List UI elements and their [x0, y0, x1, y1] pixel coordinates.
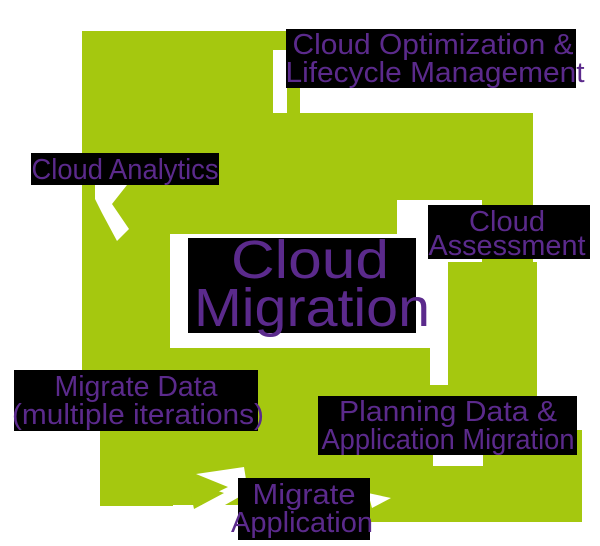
arrow-gap-bottom-small	[368, 493, 391, 508]
cycle-segment-upper-inner-band	[170, 200, 397, 234]
label-texts: Cloud Optimization & Lifecycle Managemen…	[12, 29, 586, 539]
assessment-label-line1: Cloud	[469, 206, 545, 238]
assessment-label-line2: Assessment	[429, 230, 586, 262]
cycle-segment-top-connector	[287, 88, 300, 113]
arrow-tip-bottom-icon	[188, 481, 224, 509]
optimization-label-line1: Cloud Optimization &	[293, 29, 574, 61]
center-title-line2: Migration	[194, 278, 430, 338]
migrate-application-label-line2: Application	[231, 507, 373, 539]
center-title-box	[188, 238, 416, 333]
optimization-label-line2: Lifecycle Management	[286, 57, 585, 89]
center-title-line1: Cloud	[231, 230, 389, 290]
cycle-segment-bottom-left	[100, 431, 173, 506]
assessment-label-box	[428, 205, 590, 259]
migrate-application-label-line1: Migrate	[253, 479, 356, 511]
cycle-segment-right-mid	[448, 262, 537, 396]
migrate-data-label-line1: Migrate Data	[55, 371, 219, 403]
planning-label-line2: Application Migration	[322, 424, 575, 456]
arrow-gap-top	[273, 50, 287, 113]
arrow-gap-bottom-right	[433, 455, 483, 466]
analytics-label: Cloud Analytics	[32, 154, 219, 186]
analytics-label-box	[31, 153, 219, 185]
planning-label-box	[318, 396, 577, 455]
arrowhead-notch-bottom-icon	[196, 467, 248, 514]
label-boxes	[14, 29, 590, 540]
migrate-application-label-box	[238, 478, 370, 540]
migrate-data-label-line2: (multiple iterations)	[12, 399, 264, 431]
migrate-data-label-box	[14, 370, 258, 431]
arrowhead-notch-left-icon	[95, 185, 129, 241]
optimization-label-box	[286, 29, 576, 88]
planning-label-line1: Planning Data &	[339, 396, 557, 428]
